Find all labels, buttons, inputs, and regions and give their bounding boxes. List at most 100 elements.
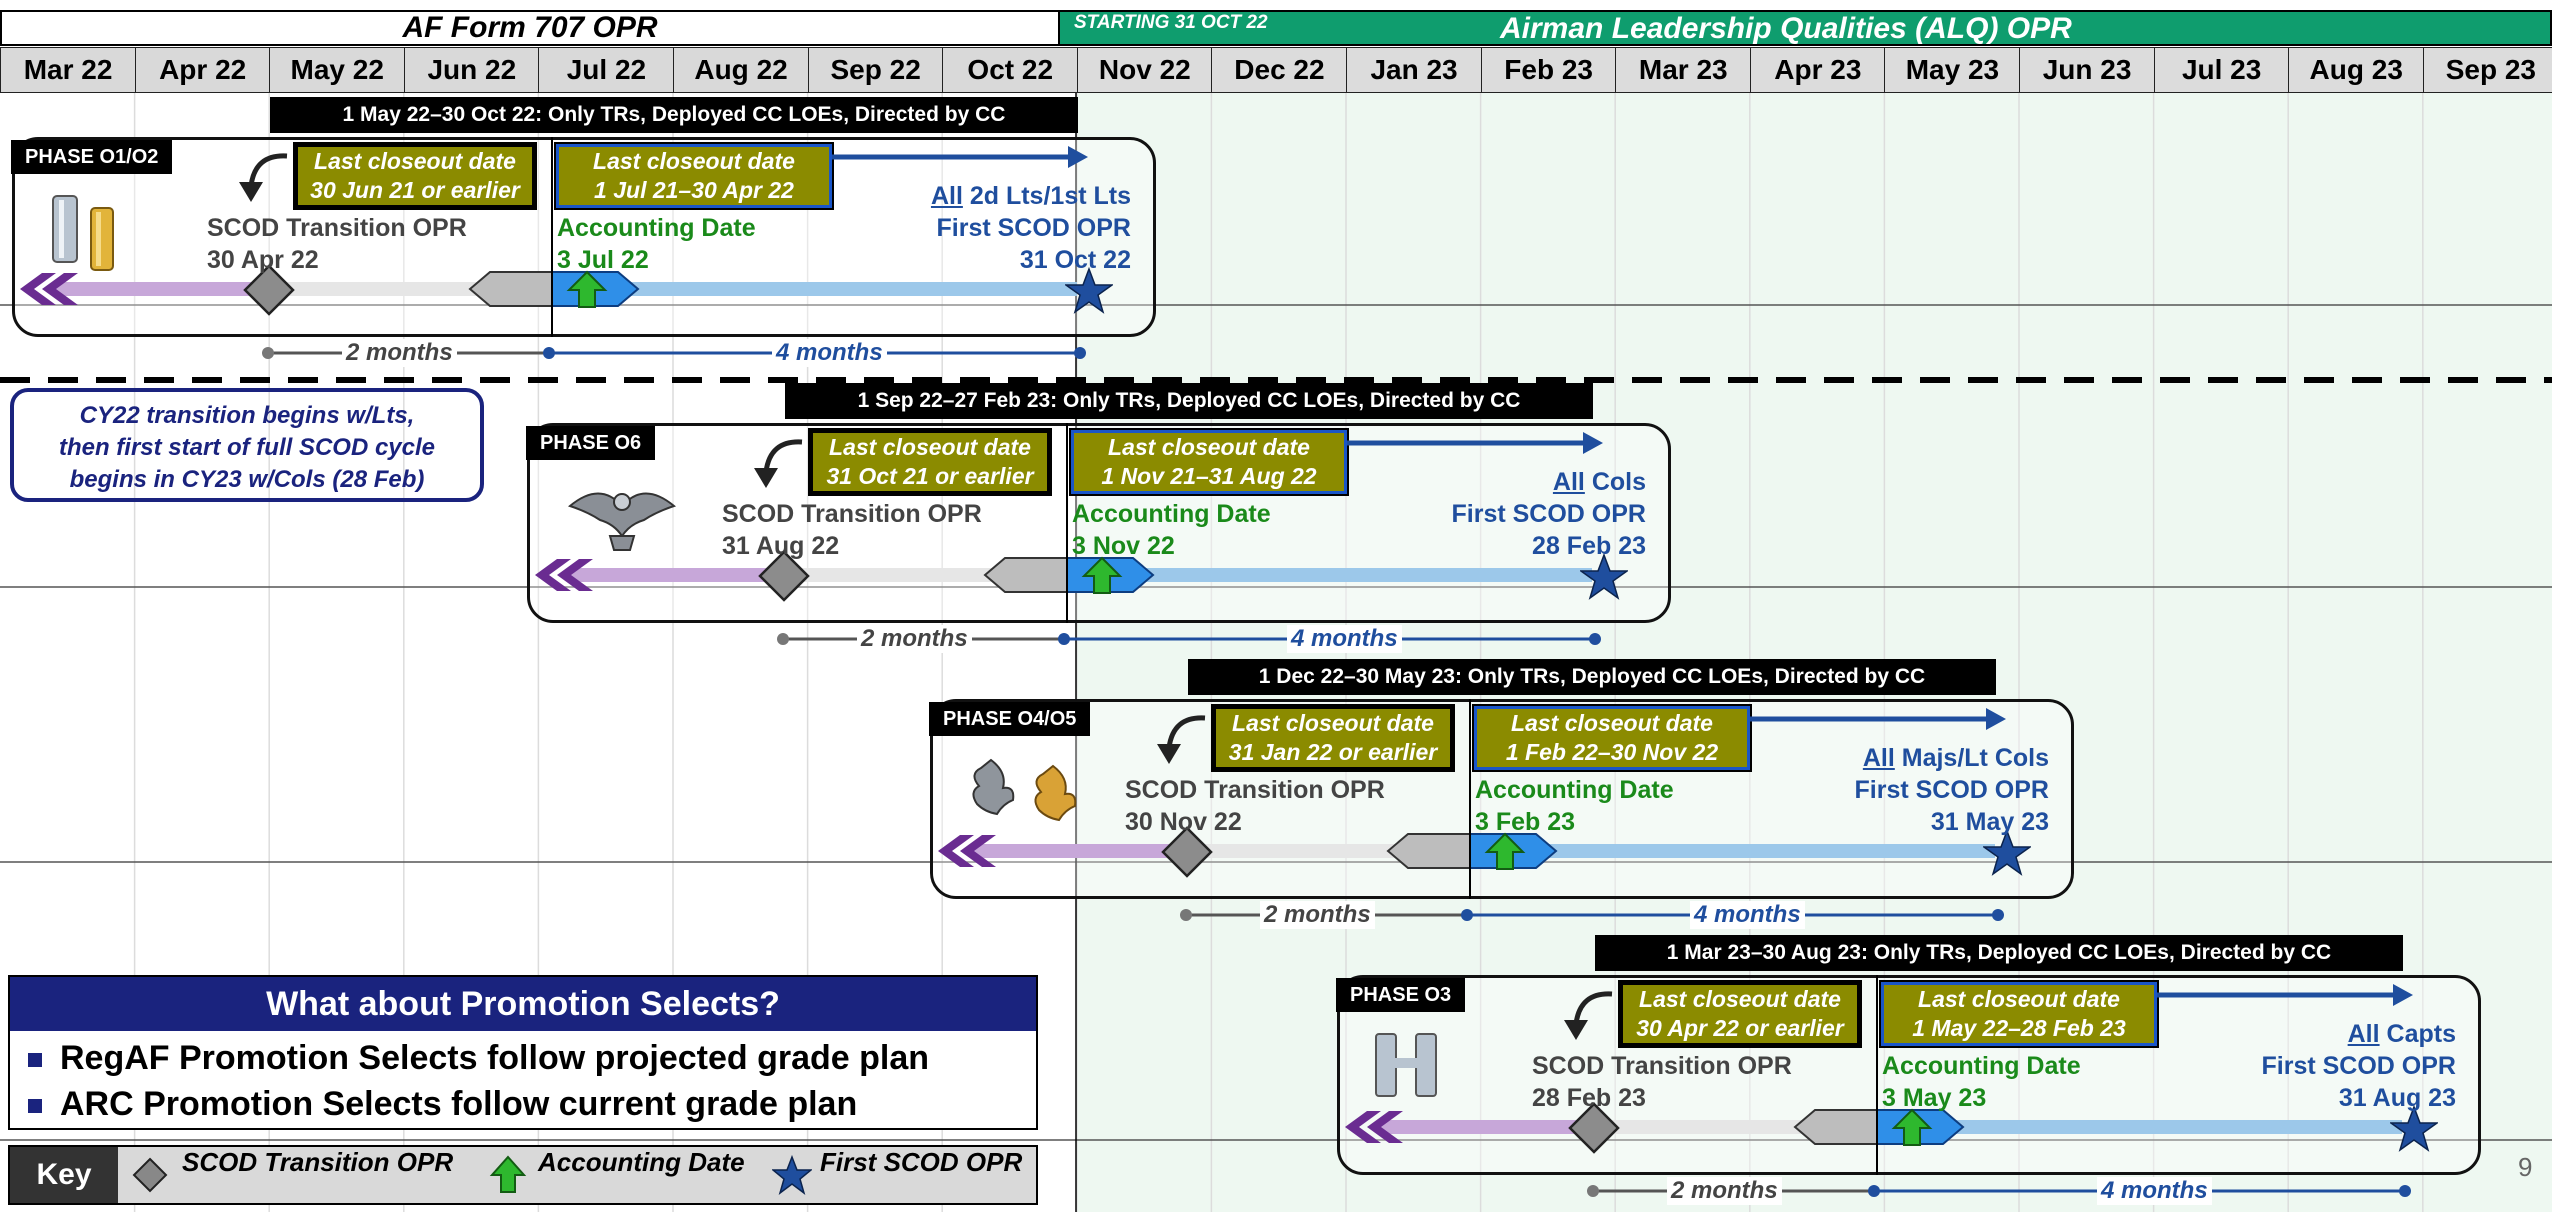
duration-2-months: 2 months xyxy=(342,339,457,367)
closeout-date: 1 Jul 21–30 Apr 22 xyxy=(594,177,794,203)
green-up-arrow-icon xyxy=(1484,832,1526,870)
right-arrow-icon xyxy=(832,146,1088,168)
duration-4-months: 4 months xyxy=(2097,1177,2212,1205)
promotion-item-text: RegAF Promotion Selects follow projected… xyxy=(60,1039,930,1077)
population-grade xyxy=(1895,744,1902,772)
duration-2-months: 2 months xyxy=(857,625,972,653)
population-grade: Majs/Lt Cols xyxy=(1901,744,2049,772)
transition-date: 31 Aug 22 xyxy=(722,532,840,560)
closeout-title: Last closeout date xyxy=(829,434,1031,460)
blue-star-icon xyxy=(1065,267,1113,314)
closeout-date: 1 Feb 22–30 Nov 22 xyxy=(1505,739,1719,765)
first-scod-label: First SCOD OPR xyxy=(936,214,1131,242)
green-up-arrow-icon xyxy=(1891,1108,1933,1146)
duration-2-months: 2 months xyxy=(1260,901,1375,929)
month-cell: Jul 23 xyxy=(2153,47,2290,93)
blue-star-icon xyxy=(1983,829,2031,876)
key-item-transition: SCOD Transition OPR xyxy=(182,1147,454,1177)
month-cell: Jul 22 xyxy=(538,47,675,93)
alq-start-label: STARTING 31 OCT 22 xyxy=(1074,12,1268,33)
duration-4-months: 4 months xyxy=(1287,625,1402,653)
population-grade xyxy=(963,182,970,210)
transition-date: 30 Apr 22 xyxy=(207,246,319,274)
gray-diamond-icon xyxy=(132,1157,168,1193)
transition-date: 28 Feb 23 xyxy=(1532,1084,1646,1112)
accounting-label: Accounting Date xyxy=(557,214,756,242)
phase-tag: PHASE O1/O2 xyxy=(11,140,173,174)
green-up-arrow-icon xyxy=(1081,556,1123,594)
population-grade: Cols xyxy=(1591,468,1646,496)
green-up-arrow-icon xyxy=(489,1155,527,1193)
promotion-item: RegAF Promotion Selects follow projected… xyxy=(10,1035,1036,1081)
first-scod-label: First SCOD OPR xyxy=(1854,776,2049,804)
cy22-transition-note: CY22 transition begins w/Lts, then first… xyxy=(10,388,484,502)
closeout-earlier-box: Last closeout date 30 Apr 22 or earlier xyxy=(1620,982,1860,1046)
scod-population: All Capts xyxy=(2348,1018,2456,1050)
closeout-title: Last closeout date xyxy=(314,148,516,174)
curved-arrow-icon xyxy=(1564,991,1613,1040)
scod-population: All Majs/Lt Cols xyxy=(1863,742,2049,774)
closeout-date: 31 Oct 21 or earlier xyxy=(826,463,1034,489)
closeout-title: Last closeout date xyxy=(1232,710,1434,736)
closeout-range-box: Last closeout date 1 Jul 21–30 Apr 22 xyxy=(556,144,832,208)
closeout-title: Last closeout date xyxy=(1108,434,1310,460)
phase-banner: 1 Mar 23–30 Aug 23: Only TRs, Deployed C… xyxy=(1595,935,2403,971)
alq-header: STARTING 31 OCT 22 Airman Leadership Qua… xyxy=(1060,10,2552,46)
duration-2-months: 2 months xyxy=(1667,1177,1782,1205)
month-cell: Dec 22 xyxy=(1211,47,1348,93)
bullet-square-icon xyxy=(28,1053,42,1068)
first-scod-date: 28 Feb 23 xyxy=(1532,532,1646,560)
transition-label: SCOD Transition OPR xyxy=(1125,776,1385,804)
blue-star-icon xyxy=(2390,1105,2438,1152)
closeout-earlier-box: Last closeout date 31 Oct 21 or earlier xyxy=(810,430,1050,494)
closeout-date: 1 May 22–28 Feb 23 xyxy=(1912,1015,2126,1041)
right-arrow-icon xyxy=(1347,432,1603,454)
month-cell: Jan 23 xyxy=(1346,47,1483,93)
curved-arrow-icon xyxy=(754,439,803,488)
phase-timeline-track xyxy=(20,137,1077,337)
scod-population: All Cols xyxy=(1553,466,1646,498)
accounting-date: 3 Nov 22 xyxy=(1072,532,1175,560)
right-arrow-icon xyxy=(2157,984,2413,1006)
lieutenant-bars-icon xyxy=(52,195,114,271)
phase-tag: PHASE O3 xyxy=(1336,978,1466,1012)
month-cell: Nov 22 xyxy=(1076,47,1213,93)
closeout-date: 30 Apr 22 or earlier xyxy=(1636,1015,1844,1041)
month-cell: Jun 22 xyxy=(403,47,540,93)
all-emphasis: All xyxy=(930,182,963,210)
population-grade xyxy=(1585,468,1592,496)
phase-banner: 1 Sep 22–27 Feb 23: Only TRs, Deployed C… xyxy=(785,383,1593,419)
transition-label: SCOD Transition OPR xyxy=(1532,1052,1792,1080)
closeout-date: 1 Nov 21–31 Aug 22 xyxy=(1101,463,1317,489)
gray-diamond-icon xyxy=(758,550,810,602)
promotion-item-text: ARC Promotion Selects follow current gra… xyxy=(60,1085,858,1123)
all-emphasis: All xyxy=(2347,1020,2380,1048)
closeout-title: Last closeout date xyxy=(593,148,795,174)
key-item-first-scod: First SCOD OPR xyxy=(820,1147,1023,1177)
month-cell: Aug 23 xyxy=(2288,47,2425,93)
gray-diamond-icon xyxy=(243,264,295,316)
month-cell: Apr 22 xyxy=(134,47,271,93)
phase-box: PHASE O3 Last closeout date 30 Apr 22 or e… xyxy=(1336,975,2481,1175)
duration-4-months: 4 months xyxy=(772,339,887,367)
bullet-square-icon xyxy=(28,1099,42,1114)
oak-leaves-icon xyxy=(972,758,1077,822)
phase-block: 1 Mar 23–30 Aug 23: Only TRs, Deployed C… xyxy=(1336,935,2497,1205)
key-item-accounting: Accounting Date xyxy=(538,1147,745,1177)
phase-block: 1 Sep 22–27 Feb 23: Only TRs, Deployed C… xyxy=(526,383,1687,653)
cy22-line-1: CY22 transition begins w/Lts, xyxy=(79,402,415,429)
phase-banner: 1 May 22–30 Oct 22: Only TRs, Deployed C… xyxy=(270,97,1078,133)
first-scod-date: 31 Aug 23 xyxy=(2338,1084,2456,1112)
month-cell: May 23 xyxy=(1884,47,2021,93)
month-cell: Mar 23 xyxy=(1615,47,1752,93)
population-grade: 2d Lts/1st Lts xyxy=(969,182,1131,210)
duration-4-months: 4 months xyxy=(1690,901,1805,929)
promotion-heading: What about Promotion Selects? xyxy=(10,977,1036,1031)
closeout-title: Last closeout date xyxy=(1639,986,1841,1012)
first-scod-label: First SCOD OPR xyxy=(2261,1052,2456,1080)
phase-tag: PHASE O6 xyxy=(526,426,656,460)
